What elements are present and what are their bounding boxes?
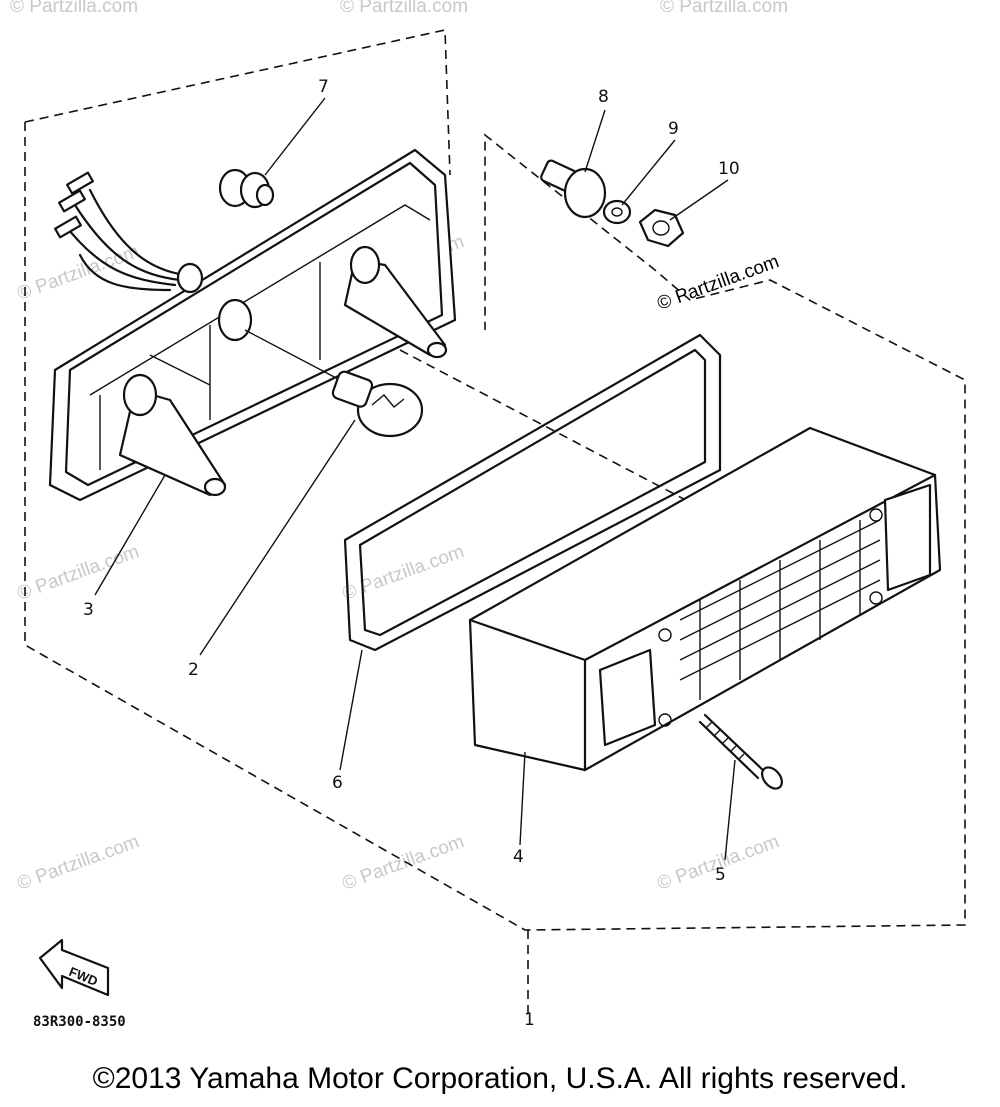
callout-5: 5 [715, 865, 726, 885]
gasket [343, 333, 722, 652]
washer [602, 199, 632, 225]
diagram-code: 83R300-8350 [33, 1014, 126, 1030]
faint-watermark: © Partzilla.com [15, 541, 142, 605]
watermark: © Partzilla.com [655, 251, 782, 315]
callout-numbers: 7 8 9 10 3 2 6 4 5 1 [83, 77, 740, 1030]
lamp-housing [48, 148, 457, 502]
copyright-notice: ©2013 Yamaha Motor Corporation, U.S.A. A… [92, 1062, 908, 1095]
callout-10: 10 [718, 159, 740, 179]
faint-watermark: © Partzilla.com [15, 831, 142, 895]
faint-watermark: © Partzilla.com [655, 831, 782, 895]
screw [698, 713, 783, 790]
collar [540, 159, 607, 219]
parts-diagram: © Partzilla.com © Partzilla.com © Partzi… [10, 0, 966, 1030]
callout-3: 3 [83, 600, 94, 620]
callout-8: 8 [598, 87, 609, 107]
callout-4: 4 [513, 847, 524, 867]
faint-watermark: © Partzilla.com [10, 0, 138, 17]
forward-arrow-badge: FWD [38, 938, 110, 997]
grommet [218, 168, 275, 209]
callout-6: 6 [332, 773, 343, 793]
faint-watermark: © Partzilla.com [660, 0, 788, 17]
faint-watermark: © Partzilla.com [340, 0, 468, 17]
callout-7: 7 [318, 77, 329, 97]
callout-1: 1 [524, 1010, 535, 1030]
lens [468, 426, 942, 772]
leader-lines [94, 97, 736, 861]
callout-9: 9 [668, 119, 679, 139]
callout-2: 2 [188, 660, 199, 680]
watermarks: © Partzilla.com [655, 251, 782, 315]
bulb [331, 370, 424, 438]
faint-watermark: © Partzilla.com [340, 541, 467, 605]
